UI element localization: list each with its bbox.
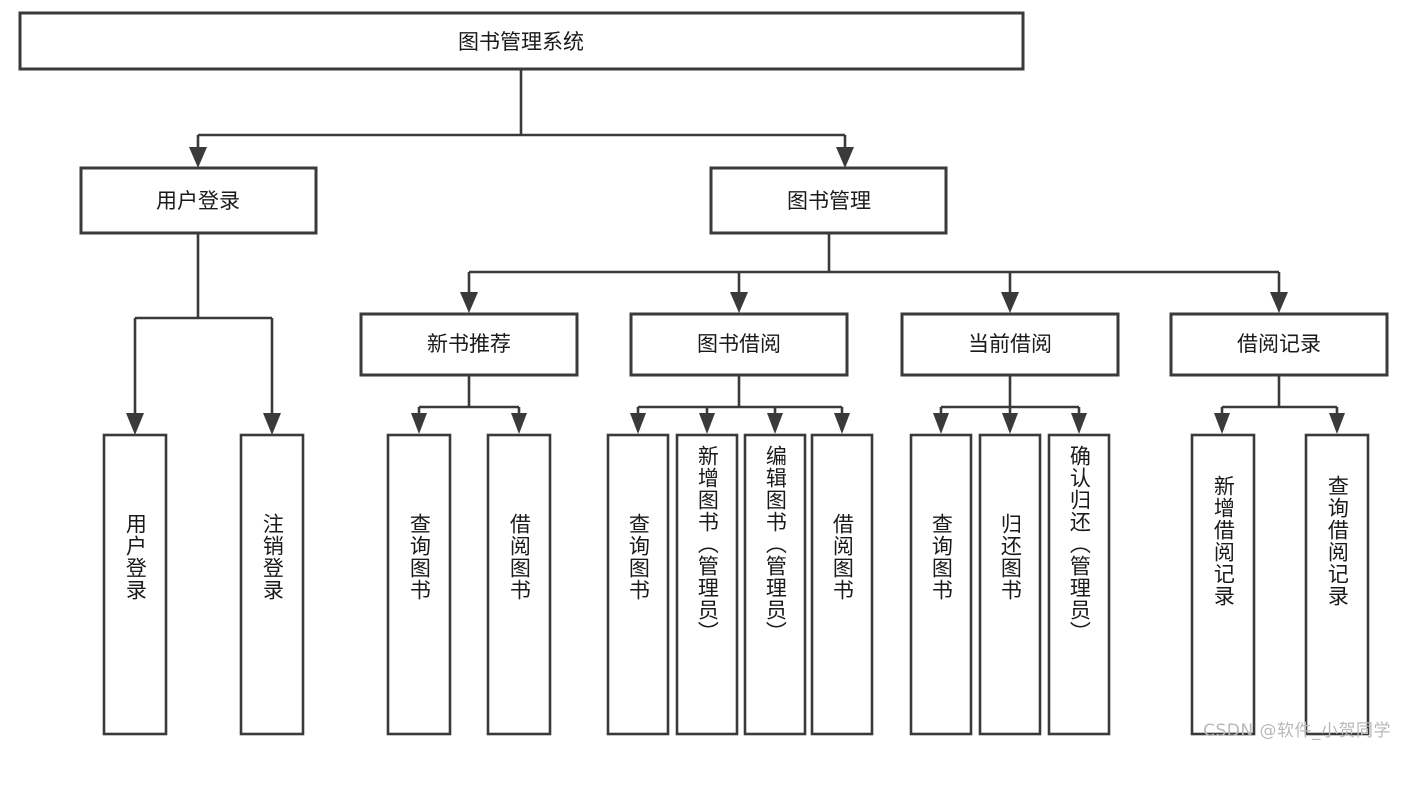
flowchart-canvas: 图书管理系统 用户登录 图书管理 新书推荐 图书借阅 当前借阅 借阅记录 [18, 11, 1391, 741]
connector-userlogin-to-leaves [126, 233, 281, 435]
leaf-box-user-login[interactable] [102, 433, 168, 736]
connector-borrowrecord-to-leaves [1214, 375, 1345, 434]
connector-currentborrow-to-leaves [933, 375, 1087, 434]
node-book-borrow-label: 图书借阅 [697, 332, 781, 356]
node-current-borrow[interactable]: 当前借阅 [900, 312, 1120, 377]
leaf-box-query-book-2[interactable] [606, 433, 670, 736]
leaf-box-logout-login[interactable] [239, 433, 305, 736]
node-root-label: 图书管理系统 [458, 30, 584, 54]
node-borrow-record[interactable]: 借阅记录 [1169, 312, 1389, 377]
leaf-box-add-book[interactable] [675, 433, 739, 736]
connector-root-to-level2 [189, 69, 854, 168]
leaf-box-borrow-book-1[interactable] [486, 433, 552, 736]
leaf-box-confirm-return[interactable] [1047, 433, 1111, 736]
node-root-system[interactable]: 图书管理系统 [18, 11, 1025, 71]
node-book-borrow[interactable]: 图书借阅 [629, 312, 849, 377]
node-user-login-label: 用户登录 [156, 189, 240, 213]
leaf-box-query-book-1[interactable] [386, 433, 452, 736]
connector-newbook-to-leaves [411, 375, 527, 434]
node-book-management-label: 图书管理 [787, 189, 871, 213]
leaf-box-return-book[interactable] [978, 433, 1042, 736]
node-borrow-record-label: 借阅记录 [1237, 332, 1321, 356]
csdn-watermark: CSDN @软件_小贺同学 [1203, 721, 1391, 741]
hierarchy-diagram: 图书管理系统 用户登录 图书管理 新书推荐 图书借阅 当前借阅 借阅记录 [18, 11, 1389, 736]
leaf-box-query-record[interactable] [1304, 433, 1370, 736]
leaf-box-borrow-book-2[interactable] [810, 433, 874, 736]
node-new-book-recommend-label: 新书推荐 [427, 332, 511, 356]
connector-bookmgmt-to-level3 [460, 233, 1288, 313]
connector-bookborrow-to-leaves [630, 375, 850, 434]
node-user-login[interactable]: 用户登录 [79, 166, 318, 235]
leaf-box-query-book-3[interactable] [909, 433, 973, 736]
node-book-management[interactable]: 图书管理 [709, 166, 948, 235]
node-new-book-recommend[interactable]: 新书推荐 [359, 312, 579, 377]
leaf-box-edit-book[interactable] [743, 433, 807, 736]
node-current-borrow-label: 当前借阅 [968, 332, 1052, 356]
leaf-box-add-record[interactable] [1190, 433, 1256, 736]
